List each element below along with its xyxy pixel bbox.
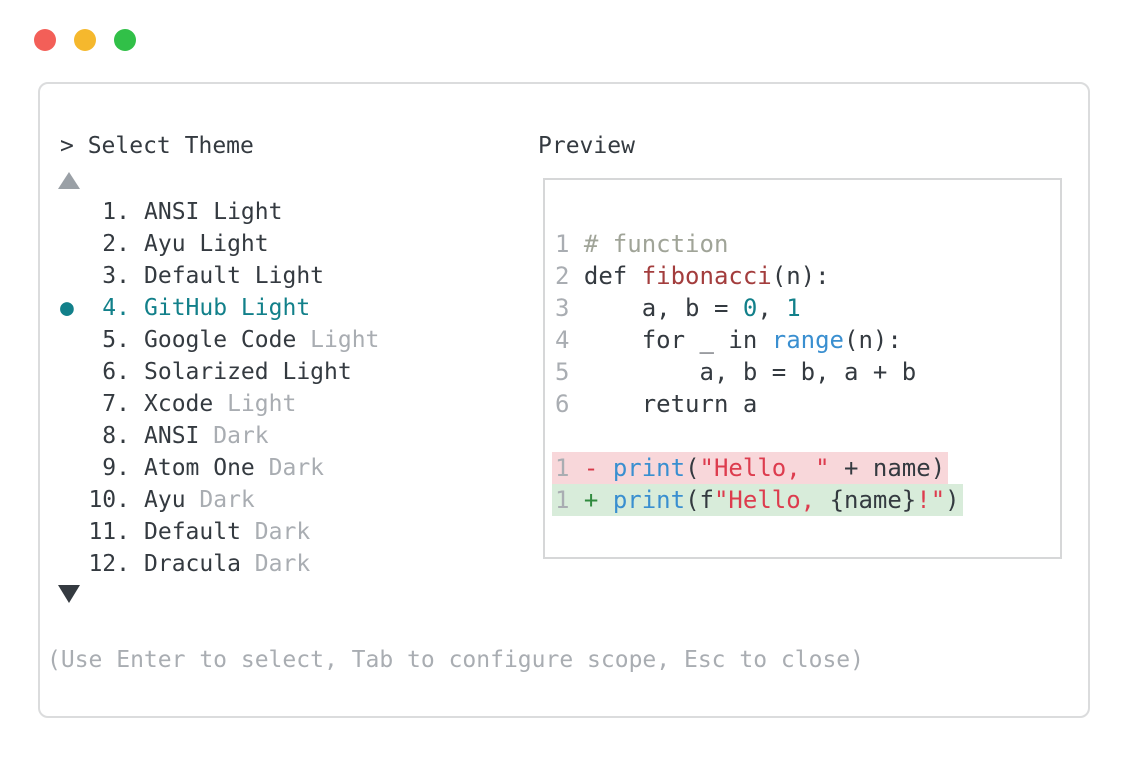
theme-number: 6. — [102, 359, 130, 385]
theme-name-suffix: Light — [310, 327, 380, 353]
theme-number: 8. — [102, 423, 130, 449]
theme-name: Xcode — [144, 391, 228, 417]
diff-line-removed: 1 - print("Hello, " + name) — [552, 452, 963, 484]
theme-name: Google Code — [144, 327, 311, 353]
blank-line — [555, 420, 963, 452]
theme-option[interactable]: 2. Ayu Light — [60, 228, 379, 260]
preview-label: Preview — [538, 133, 635, 159]
theme-number: 7. — [102, 391, 130, 417]
theme-name: Ayu — [144, 487, 200, 513]
traffic-light-minimize-button[interactable] — [74, 29, 96, 51]
select-theme-prompt: > Select Theme — [60, 133, 254, 159]
theme-preview-pane: 1 # function 2 def fibonacci(n): 3 a, b … — [543, 178, 1062, 559]
theme-name: Ayu Light — [144, 231, 269, 257]
theme-picker-window: > Select Theme Preview 1. ANSI Light 2. Ay… — [38, 82, 1090, 718]
theme-number: 9. — [102, 455, 130, 481]
theme-name: ANSI Light — [144, 199, 283, 225]
theme-name: Default Light — [144, 263, 325, 289]
theme-option-selected[interactable]: ● 4. GitHub Light — [60, 292, 379, 324]
theme-name: Solarized Light — [144, 359, 352, 385]
theme-name: Default — [144, 519, 255, 545]
theme-name: ANSI — [144, 423, 214, 449]
theme-number: 5. — [102, 327, 130, 353]
theme-list: 1. ANSI Light 2. Ayu Light 3. Default Light… — [60, 196, 379, 580]
theme-number: 2. — [102, 231, 130, 257]
theme-option[interactable]: 6. Solarized Light — [60, 356, 379, 388]
selected-marker-icon: ● — [60, 295, 74, 321]
theme-option[interactable]: 1. ANSI Light — [60, 196, 379, 228]
theme-option[interactable]: 9. Atom One Dark — [60, 452, 379, 484]
theme-number: 11. — [88, 519, 130, 545]
scroll-down-icon[interactable] — [58, 585, 80, 603]
traffic-light-zoom-button[interactable] — [114, 29, 136, 51]
theme-name: Atom One — [144, 455, 269, 481]
theme-option[interactable]: 5. Google Code Light — [60, 324, 379, 356]
window-controls — [34, 29, 136, 51]
code-line: 1 # function — [555, 230, 729, 258]
code-preview: 1 # function 2 def fibonacci(n): 3 a, b … — [552, 228, 963, 516]
theme-option[interactable]: 10. Ayu Dark — [60, 484, 379, 516]
theme-name: GitHub Light — [144, 295, 311, 321]
theme-name-suffix: Light — [227, 391, 297, 417]
theme-number: 1. — [102, 199, 130, 225]
theme-option[interactable]: 3. Default Light — [60, 260, 379, 292]
code-line: 6 return a — [555, 390, 758, 418]
footer-hint: (Use Enter to select, Tab to configure s… — [47, 647, 864, 673]
code-line: 3 a, b = 0, 1 — [555, 294, 801, 322]
theme-option[interactable]: 7. Xcode Light — [60, 388, 379, 420]
code-line: 5 a, b = b, a + b — [555, 358, 917, 386]
theme-name-suffix: Dark — [254, 519, 311, 545]
theme-number: 3. — [102, 263, 130, 289]
theme-option[interactable]: 12. Dracula Dark — [60, 548, 379, 580]
traffic-light-close-button[interactable] — [34, 29, 56, 51]
theme-name-suffix: Dark — [254, 551, 311, 577]
theme-number: 12. — [88, 551, 130, 577]
theme-number: 10. — [88, 487, 130, 513]
theme-option[interactable]: 8. ANSI Dark — [60, 420, 379, 452]
theme-name: Dracula — [144, 551, 255, 577]
scroll-up-icon[interactable] — [58, 172, 80, 189]
theme-name-suffix: Dark — [199, 487, 255, 513]
theme-option[interactable]: 11. Default Dark — [60, 516, 379, 548]
diff-line-added: 1 + print(f"Hello, {name}!") — [552, 484, 963, 516]
theme-name-suffix: Dark — [268, 455, 325, 481]
theme-number: 4. — [102, 295, 130, 321]
theme-name-suffix: Dark — [213, 423, 269, 449]
code-line: 4 for _ in range(n): — [555, 326, 902, 354]
code-line: 2 def fibonacci(n): — [555, 262, 830, 290]
